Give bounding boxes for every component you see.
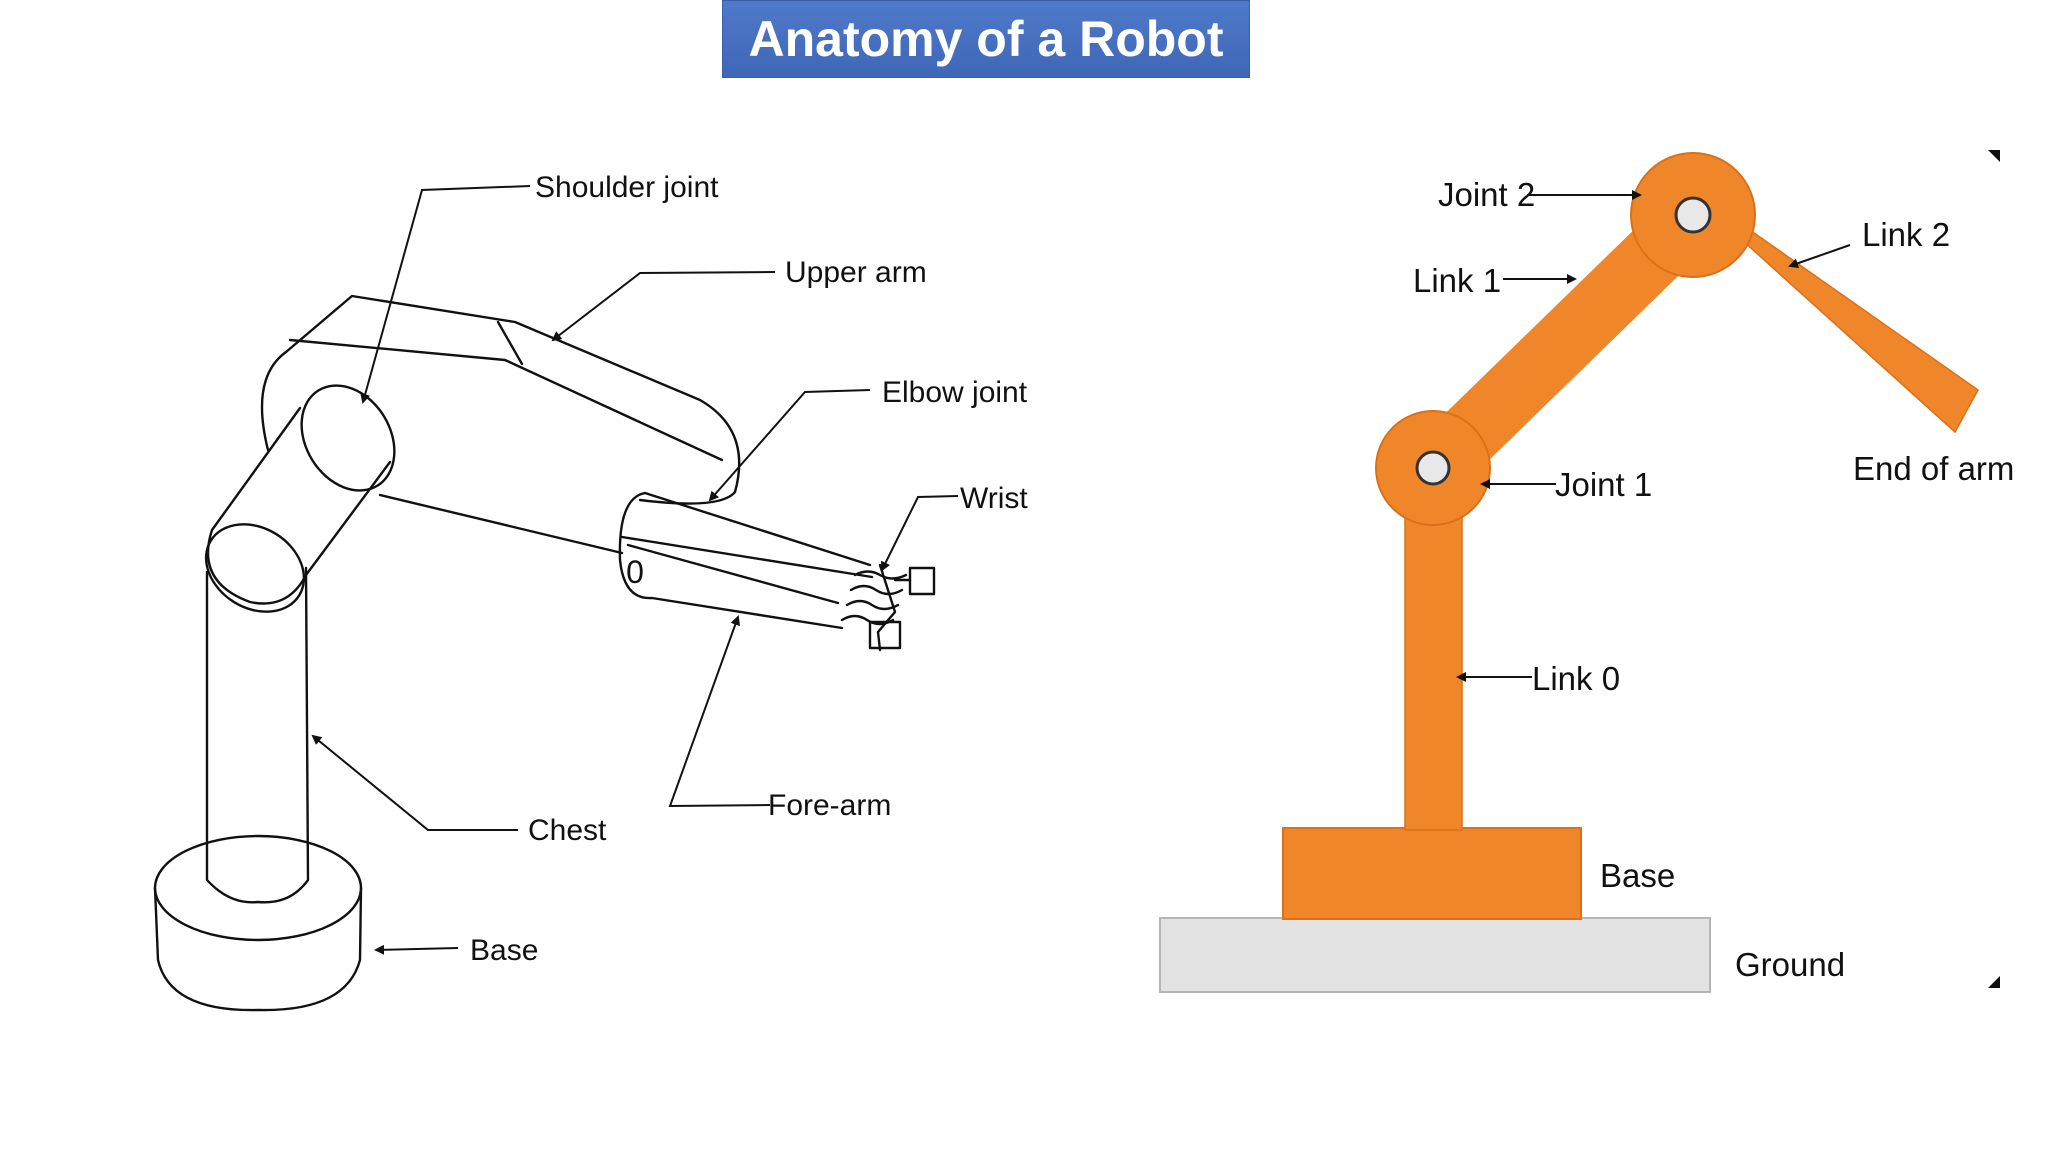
page-title: Anatomy of a Robot [722,0,1250,78]
label-upper-arm: Upper arm [785,256,927,289]
sketch-robot [153,294,936,1012]
sketch-wrist-gripper [840,563,936,652]
label-robot-base: Base [1600,857,1675,894]
label-link-1: Link 1 [1413,262,1501,299]
forearm-zero-mark: 0 [626,554,644,590]
sketch-base [153,834,363,1012]
robot-leaders [1456,190,1851,682]
label-ground: Ground [1735,946,1845,983]
label-joint-2: Joint 2 [1438,176,1535,213]
corner-mark-bottom [1988,976,2000,988]
label-sketch-base: Base [470,934,538,967]
label-link-2: Link 2 [1862,216,1950,253]
label-chest: Chest [528,814,607,847]
label-end-of-arm: End of arm [1853,450,2014,487]
ground-slab [1159,917,1711,993]
sketch-forearm [618,491,874,630]
corner-mark-top [1988,150,2000,162]
joint-1 [1375,410,1491,526]
label-link-0: Link 0 [1532,660,1620,697]
sketch-shoulder-body [260,294,741,555]
joint-2 [1630,152,1756,278]
label-wrist: Wrist [960,482,1028,515]
label-elbow-joint: Elbow joint [882,376,1028,409]
sketch-leaders [311,185,959,955]
label-fore-arm: Fore-arm [768,789,891,822]
label-joint-1: Joint 1 [1555,466,1652,503]
label-shoulder-joint: Shoulder joint [535,171,719,204]
sketch-chest [205,566,310,904]
link-0 [1404,465,1463,831]
sketch-shoulder-cylinder [204,384,396,613]
robot-base [1282,827,1582,920]
